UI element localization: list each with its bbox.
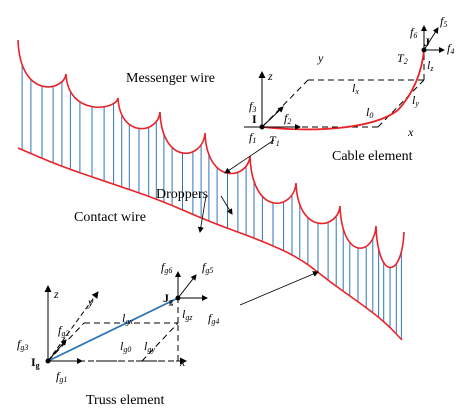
truss-element-pointer <box>239 271 319 306</box>
contact-wire-label: Contact wire <box>74 210 146 225</box>
droppers-pointer-1 <box>197 195 207 233</box>
cable-x-label: x <box>407 125 414 139</box>
cable-curve <box>261 49 425 131</box>
truss-fg5-arrow <box>177 274 197 299</box>
truss-bar <box>47 297 179 362</box>
truss-fg1-label: fg1 <box>56 369 67 384</box>
cable-f2-arrow <box>261 106 284 128</box>
droppers-label: Droppers <box>156 187 208 202</box>
truss-fg5-label: fg5 <box>202 260 213 275</box>
cable-f6-label: f6 <box>410 25 417 40</box>
cable-y-label: y <box>317 51 324 65</box>
cable-node-i-label: I <box>252 112 257 126</box>
truss-fg2-arrow <box>47 339 67 362</box>
cable-lz-label: lz <box>427 58 434 73</box>
cable-l0-label: l0 <box>366 105 373 120</box>
truss-node-i <box>45 358 51 364</box>
cable-element-pointer <box>224 139 275 174</box>
cable-node-j <box>421 47 427 53</box>
cable-f2-label: f2 <box>284 111 291 126</box>
cable-f3-label: f3 <box>249 99 256 114</box>
cable-f4-label: f4 <box>447 41 454 56</box>
dropper-group <box>21 64 402 340</box>
truss-fg3-label: fg3 <box>17 337 28 352</box>
cable-t1-label: T1 <box>269 133 280 148</box>
cable-element: z y x I J f3 f1 f2 T1 T2 f6 f5 f4 lx ly … <box>244 14 454 148</box>
cable-ly-label: ly <box>412 93 419 108</box>
truss-y-axis <box>47 291 99 362</box>
cable-node-i <box>259 124 265 130</box>
contact-wire <box>17 147 403 341</box>
truss-node-j-label: Jg <box>163 291 173 306</box>
truss-element: z y x Ig Jg fg1 fg2 fg3 fg4 fg5 fg6 lgx … <box>17 260 219 384</box>
truss-lgx-label: lgx <box>122 311 133 326</box>
truss-node-j <box>175 295 181 301</box>
cable-f5-arrow <box>423 27 439 51</box>
truss-element-label: Truss element <box>86 393 165 408</box>
droppers-pointer-2 <box>220 195 233 215</box>
messenger-wire-label: Messenger wire <box>126 71 215 86</box>
truss-lg0-label: lg0 <box>120 339 131 354</box>
truss-fg2-label: fg2 <box>58 323 69 338</box>
truss-z-label: z <box>53 287 59 301</box>
cable-f1-label: f1 <box>249 130 256 145</box>
cable-lx-label: lx <box>352 81 359 96</box>
truss-x-label: x <box>179 355 186 369</box>
cable-f5-label: f5 <box>440 14 447 29</box>
truss-lgy-label: lgy <box>144 339 155 354</box>
truss-fg6-label: fg6 <box>161 260 172 275</box>
cable-element-label: Cable element <box>332 149 413 164</box>
cable-z-label: z <box>267 69 273 83</box>
truss-node-i-label: Ig <box>31 355 40 370</box>
truss-fg4-label: fg4 <box>208 311 219 326</box>
truss-y-label: y <box>87 295 94 309</box>
truss-lgz-label: lgz <box>182 307 193 322</box>
cable-node-j-label: J <box>424 35 430 49</box>
cable-t2-label: T2 <box>397 51 408 66</box>
